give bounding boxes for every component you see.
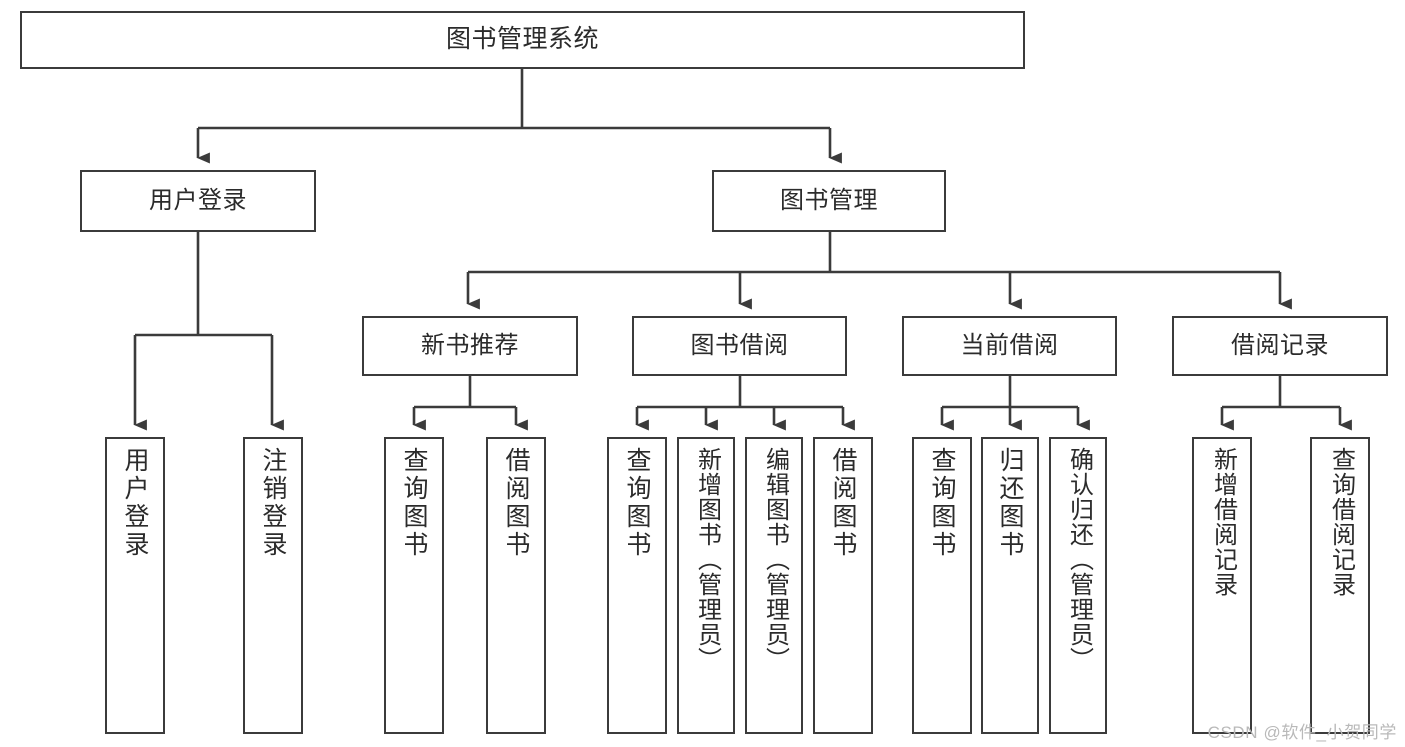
node-book-management[interactable]: 图书管理 <box>712 170 946 232</box>
leaf-current-borrow-return-book[interactable]: 归还图书 <box>981 437 1039 734</box>
leaf-borrow-record-query-record-label: 查询借阅记录 <box>1327 447 1355 597</box>
leaf-current-borrow-confirm-return-label: 确认归还（管理员） <box>1065 447 1093 672</box>
leaf-borrow-record-query-record[interactable]: 查询借阅记录 <box>1310 437 1370 734</box>
csdn-watermark: CSDN @软件_小贺同学 <box>1207 723 1397 742</box>
node-current-borrow[interactable]: 当前借阅 <box>902 316 1117 376</box>
leaf-book-borrow-edit-book-label: 编辑图书（管理员） <box>761 447 789 672</box>
node-new-book-recommend[interactable]: 新书推荐 <box>362 316 578 376</box>
leaf-book-borrow-edit-book[interactable]: 编辑图书（管理员） <box>745 437 803 734</box>
node-root-system-label: 图书管理系统 <box>445 25 599 54</box>
leaf-book-borrow-borrow-book-label: 借阅图书 <box>829 447 857 559</box>
node-new-book-recommend-label: 新书推荐 <box>421 331 519 359</box>
leaf-current-borrow-return-book-label: 归还图书 <box>996 447 1024 559</box>
leaf-new-book-borrow-book-label: 借阅图书 <box>502 447 530 559</box>
leaf-book-borrow-query-book-label: 查询图书 <box>623 447 651 559</box>
node-user-login[interactable]: 用户登录 <box>80 170 316 232</box>
node-user-login-label: 用户登录 <box>149 186 247 214</box>
leaf-book-borrow-borrow-book[interactable]: 借阅图书 <box>813 437 873 734</box>
node-book-borrow-label: 图书借阅 <box>690 331 789 359</box>
leaf-current-borrow-confirm-return[interactable]: 确认归还（管理员） <box>1049 437 1107 734</box>
leaf-borrow-record-add-record-label: 新增借阅记录 <box>1209 447 1237 597</box>
leaf-new-book-query-book-label: 查询图书 <box>400 447 428 559</box>
leaf-user-login-logout[interactable]: 注销登录 <box>243 437 303 734</box>
leaf-user-login-login[interactable]: 用户登录 <box>105 437 165 734</box>
node-book-management-label: 图书管理 <box>780 186 878 214</box>
leaf-book-borrow-query-book[interactable]: 查询图书 <box>607 437 667 734</box>
node-root-system[interactable]: 图书管理系统 <box>20 11 1025 69</box>
leaf-current-borrow-query-book-label: 查询图书 <box>928 447 956 559</box>
node-book-borrow[interactable]: 图书借阅 <box>632 316 847 376</box>
leaf-book-borrow-add-book[interactable]: 新增图书（管理员） <box>677 437 735 734</box>
leaf-new-book-query-book[interactable]: 查询图书 <box>384 437 444 734</box>
node-borrow-record[interactable]: 借阅记录 <box>1172 316 1388 376</box>
leaf-book-borrow-add-book-label: 新增图书（管理员） <box>693 447 721 672</box>
leaf-user-login-login-label: 用户登录 <box>121 447 149 559</box>
leaf-new-book-borrow-book[interactable]: 借阅图书 <box>486 437 546 734</box>
leaf-user-login-logout-label: 注销登录 <box>259 447 287 559</box>
node-borrow-record-label: 借阅记录 <box>1231 331 1329 359</box>
node-current-borrow-label: 当前借阅 <box>960 331 1059 359</box>
leaf-borrow-record-add-record[interactable]: 新增借阅记录 <box>1192 437 1252 734</box>
leaf-current-borrow-query-book[interactable]: 查询图书 <box>912 437 972 734</box>
